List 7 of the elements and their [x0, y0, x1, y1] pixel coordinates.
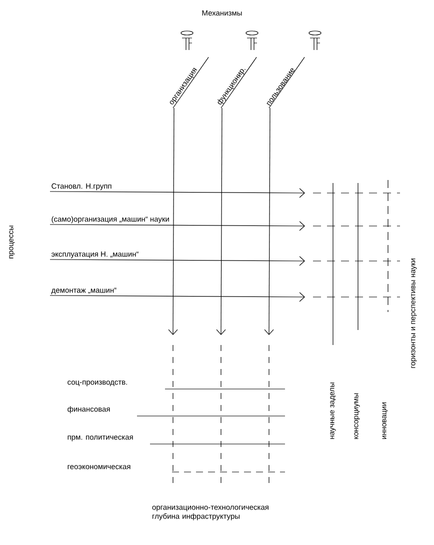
arrow — [216, 108, 226, 335]
arrow — [50, 221, 305, 231]
arrow — [50, 256, 305, 266]
arrow — [264, 108, 274, 335]
arrow — [168, 108, 178, 335]
arrow — [50, 292, 305, 302]
arrow — [50, 188, 305, 198]
